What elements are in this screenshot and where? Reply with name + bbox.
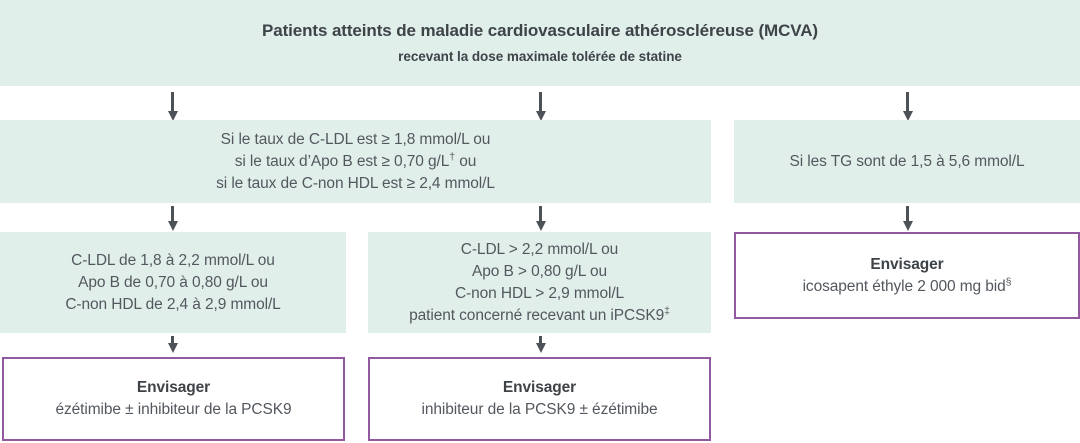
criteria-apob-line2-suffix: ou <box>455 152 477 170</box>
arrow-down-icon-moderate-to-ezetimibe <box>171 336 174 344</box>
criteria-apob-line2-text: si le taux d’Apo B est ≥ 0,70 g/L <box>234 152 450 170</box>
header-title-line2: recevant la dose maximale tolérée de sta… <box>398 49 682 65</box>
threshold-icosapent-box: Envisager icosapent éthyle 2 000 mg bid§ <box>734 232 1080 319</box>
criteria-apob-line2: si le taux d’Apo B est ≥ 0,70 g/L† ou <box>235 151 477 173</box>
threshold-moderate-line2: Apo B de 0,70 à 0,80 g/L ou <box>78 273 268 291</box>
threshold-moderate-box: C-LDL de 1,8 à 2,2 mmol/L ou Apo B de 0,… <box>0 232 346 333</box>
treatment-pcsk9-box: Envisager inhibiteur de la PCSK9 ± ézéti… <box>368 357 711 441</box>
threshold-high-line2: Apo B > 0,80 g/L ou <box>472 262 607 280</box>
threshold-high-line1: C-LDL > 2,2 mmol/L ou <box>460 240 619 258</box>
arrow-down-icon-tg-to-icosapent <box>906 206 909 222</box>
threshold-high-line4-text: patient concerné recevant un iPCSK9 <box>409 306 665 324</box>
arrow-down-icon-header-to-tg <box>906 92 909 112</box>
threshold-moderate-line1: C-LDL de 1,8 à 2,2 mmol/L ou <box>71 251 275 269</box>
header-box: Patients atteints de maladie cardiovascu… <box>0 0 1080 86</box>
threshold-high-line3: C-non HDL > 2,9 mmol/L <box>454 284 625 302</box>
criteria-tg-box: Si les TG sont de 1,5 à 5,6 mmol/L <box>734 120 1080 203</box>
icosapent-line: icosapent éthyle 2 000 mg bid§ <box>803 276 1012 298</box>
arrow-down-icon-ldl-to-high <box>539 206 542 222</box>
threshold-moderate-line3: C-non HDL de 2,4 à 2,9 mmol/L <box>65 295 281 313</box>
arrow-down-icon-ldl-to-moderate <box>171 206 174 222</box>
treatment-ezetimibe-box: Envisager ézétimibe ± inhibiteur de la P… <box>2 357 345 441</box>
threshold-high-line4-footnote-marker: ‡ <box>664 304 670 317</box>
criteria-tg-line1: Si les TG sont de 1,5 à 5,6 mmol/L <box>789 152 1025 170</box>
criteria-nonhdl-line3: si le taux de C-non HDL est ≥ 2,4 mmol/L <box>216 174 495 192</box>
icosapent-line-text: icosapent éthyle 2 000 mg bid <box>802 277 1006 295</box>
criteria-ldl-line1: Si le taux de C-LDL est ≥ 1,8 mmol/L ou <box>220 130 491 148</box>
icosapent-heading: Envisager <box>870 255 944 273</box>
pcsk9-line1: inhibiteur de la PCSK9 ± ézétimibe <box>421 401 658 418</box>
ezetimibe-heading: Envisager <box>136 379 211 396</box>
threshold-high-box: C-LDL > 2,2 mmol/L ou Apo B > 0,80 g/L o… <box>368 232 711 333</box>
threshold-high-line4: patient concerné recevant un iPCSK9‡ <box>409 305 670 327</box>
arrow-down-icon-header-to-ldl <box>171 92 174 112</box>
icosapent-footnote-marker: § <box>1005 275 1012 288</box>
arrow-down-icon-header-to-ldl-mid <box>539 92 542 112</box>
criteria-apob-line2-footnote-marker: † <box>449 150 456 163</box>
pcsk9-heading: Envisager <box>502 379 577 396</box>
ezetimibe-line1: ézétimibe ± inhibiteur de la PCSK9 <box>55 401 292 418</box>
arrow-down-icon-high-to-pcsk9 <box>539 336 542 344</box>
header-title-line1: Patients atteints de maladie cardiovascu… <box>262 21 818 41</box>
criteria-ldl-apob-box: Si le taux de C-LDL est ≥ 1,8 mmol/L ou … <box>0 120 711 203</box>
